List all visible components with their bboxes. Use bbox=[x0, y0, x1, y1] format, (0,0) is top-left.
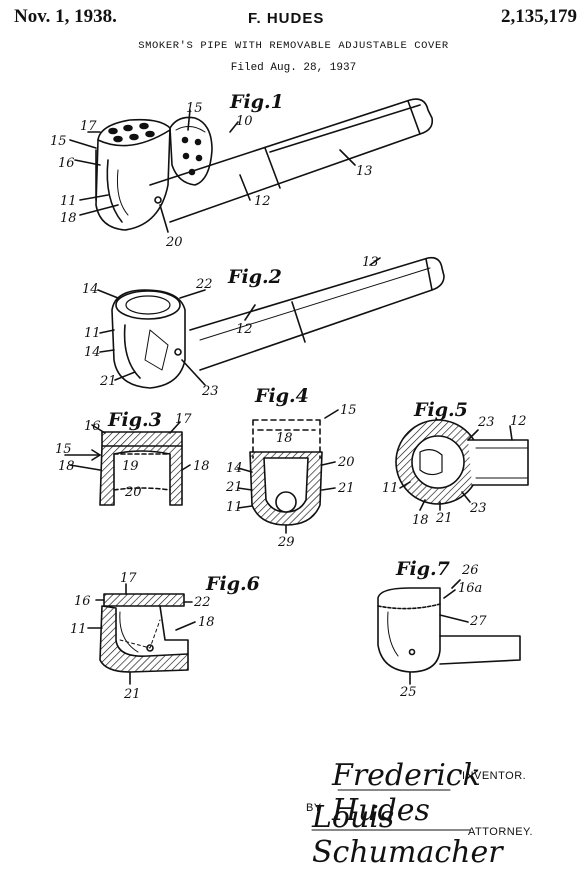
ref-11-fig2: 11 bbox=[84, 326, 101, 341]
ref-18-fig5: 18 bbox=[412, 513, 429, 528]
ref-15-fig3: 15 bbox=[55, 442, 72, 457]
patent-drawing: Fig.1 10 15 17 15 16 11 18 20 12 13 Fig.… bbox=[50, 91, 529, 831]
ref-20-fig3: 20 bbox=[124, 485, 142, 500]
fig4-drawing bbox=[237, 409, 339, 534]
ref-14-fig2: 14 bbox=[82, 282, 99, 297]
ref-25-fig7: 25 bbox=[399, 685, 417, 700]
ref-21-fig5: 21 bbox=[435, 511, 453, 526]
patent-title: SMOKER'S PIPE WITH REMOVABLE ADJUSTABLE … bbox=[138, 40, 449, 52]
ref-15-fig1: 15 bbox=[50, 134, 67, 149]
ref-11-fig1: 11 bbox=[60, 194, 77, 209]
attorney-label: ATTORNEY. bbox=[468, 826, 534, 838]
ref-17-fig6: 17 bbox=[120, 571, 137, 586]
ref-21b-fig4: 21 bbox=[337, 481, 355, 496]
ref-13-fig2: 13 bbox=[362, 255, 379, 270]
ref-26-fig7: 26 bbox=[461, 563, 479, 578]
ref-21-fig2: 21 bbox=[99, 374, 117, 389]
ref-17-fig3: 17 bbox=[175, 412, 192, 427]
ref-29-fig4: 29 bbox=[277, 535, 295, 550]
ref-22-fig6: 22 bbox=[193, 595, 211, 610]
inventor-signature: Frederick Hudes bbox=[332, 758, 481, 828]
ref-16-fig1: 16 bbox=[58, 156, 75, 171]
ref-15b-fig1: 15 bbox=[186, 101, 203, 116]
ref-19-fig3: 19 bbox=[122, 459, 139, 474]
fig5-label: Fig.5 bbox=[413, 399, 468, 421]
ref-18-fig1: 18 bbox=[60, 211, 77, 226]
ref-11-fig6: 11 bbox=[70, 622, 87, 637]
ref-23-fig5: 23 bbox=[477, 415, 495, 430]
ref-20-fig4: 20 bbox=[337, 455, 355, 470]
ref-12-fig2: 12 bbox=[236, 322, 253, 337]
ref-23b-fig5: 23 bbox=[469, 501, 487, 516]
ref-12-fig5: 12 bbox=[510, 414, 527, 429]
fig2-label: Fig.2 bbox=[227, 266, 282, 288]
fig4-label: Fig.4 bbox=[254, 385, 309, 407]
filed-date: Filed Aug. 28, 1937 bbox=[230, 62, 357, 74]
ref-20-fig1: 20 bbox=[165, 235, 183, 250]
ref-11-fig4: 11 bbox=[226, 500, 243, 515]
ref-27-fig7: 27 bbox=[469, 614, 487, 629]
ref-11-fig5: 11 bbox=[382, 481, 399, 496]
fig1-label: Fig.1 bbox=[229, 91, 284, 113]
ref-12-fig1: 12 bbox=[254, 194, 271, 209]
attorney-signature: Louis Schumacher bbox=[312, 800, 503, 870]
fig3-drawing bbox=[64, 421, 191, 506]
ref-10-fig1: 10 bbox=[236, 114, 253, 129]
ref-15-fig4: 15 bbox=[340, 403, 357, 418]
ref-22-fig2: 22 bbox=[195, 277, 213, 292]
ref-18-fig6: 18 bbox=[198, 615, 215, 630]
ref-21-fig6: 21 bbox=[123, 687, 141, 702]
ref-18b-fig3: 18 bbox=[193, 459, 210, 474]
ref-14b-fig2: 14 bbox=[84, 345, 101, 360]
ref-13-fig1: 13 bbox=[356, 164, 373, 179]
ref-18-fig4: 18 bbox=[276, 431, 293, 446]
patent-date: Nov. 1, 1938. bbox=[14, 6, 117, 27]
ref-21-fig4: 21 bbox=[225, 480, 243, 495]
fig5-drawing bbox=[395, 419, 529, 511]
inventor-label: INVENTOR. bbox=[462, 770, 527, 782]
ref-14-fig4: 14 bbox=[226, 461, 243, 476]
ref-16-fig6: 16 bbox=[74, 594, 91, 609]
ref-23-fig2: 23 bbox=[201, 384, 219, 399]
fig7-label: Fig.7 bbox=[395, 558, 450, 580]
ref-16-fig3: 16 bbox=[84, 419, 101, 434]
fig3-label: Fig.3 bbox=[107, 409, 162, 431]
fig1-drawing bbox=[69, 98, 434, 233]
inventor-name: F. HUDES bbox=[248, 10, 325, 27]
fig7-drawing bbox=[377, 579, 521, 685]
ref-16a-fig7: 16a bbox=[458, 581, 482, 596]
fig6-drawing bbox=[87, 583, 196, 685]
ref-17-fig1: 17 bbox=[80, 119, 97, 134]
patent-number: 2,135,179 bbox=[501, 6, 577, 27]
by-label: BY bbox=[306, 802, 322, 814]
fig6-label: Fig.6 bbox=[205, 573, 260, 595]
ref-18-fig3: 18 bbox=[58, 459, 75, 474]
fig2-drawing bbox=[97, 256, 445, 389]
